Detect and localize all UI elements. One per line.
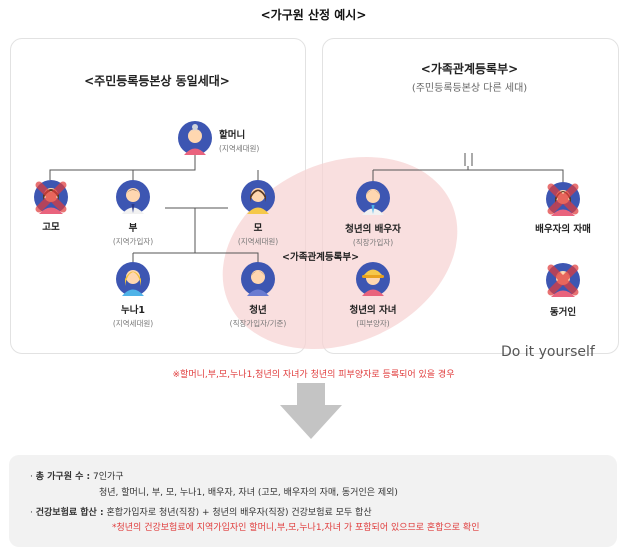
grandmother-connector (49, 155, 259, 180)
summary-item-insurance: · 건강보험료 합산 : 혼합가입자로 청년(직장) + 청년의 배우자(직장)… (30, 508, 372, 518)
spouse-sibling-name: 배우자의 자매 (535, 224, 591, 235)
insurance-value: 혼합가입자로 청년(직장) + 청년의 배우자(직장) 건강보험료 모두 합산 (106, 508, 372, 518)
cohabitant-name: 동거인 (549, 307, 577, 318)
down-arrow-icon (280, 383, 342, 439)
child-name: 청년의 자녀 (349, 305, 397, 316)
aunt-icon (33, 179, 69, 219)
father-label: 부 (지역가입자) (88, 220, 178, 247)
summary-box (9, 455, 617, 547)
child-sub: (피부양자) (356, 319, 390, 328)
grandmother-icon (178, 121, 212, 159)
household-label: 총 가구원 수 : (35, 472, 91, 482)
register-connector (372, 153, 564, 182)
spouse-sub: (직장가입자) (352, 238, 394, 247)
spouse-label: 청년의 배우자 (직장가입자) (328, 221, 418, 248)
youth-icon (241, 262, 275, 300)
condition-note: ※할머니,부,모,누나1,청년의 자녀가 청년의 피부양자로 등록되어 있을 경… (172, 370, 455, 380)
mother-sub: (지역세대원) (237, 237, 279, 246)
exclusion-x (547, 264, 579, 296)
sister-name: 누나1 (120, 305, 146, 316)
overlay-label: <가족관계등록부> (282, 252, 360, 263)
mother-name: 모 (253, 223, 263, 234)
father-icon (116, 180, 150, 218)
grandmother-name: 할머니 (219, 130, 246, 141)
diagram-title: <가구원 산정 예시> (260, 8, 367, 22)
exclusion-x (35, 181, 67, 213)
child-icon (356, 262, 390, 300)
left-panel-title: <주민등록등본상 동일세대> (84, 74, 230, 88)
insurance-label: 건강보험료 합산 : (35, 508, 104, 518)
right-panel-subtitle: (주민등록등본상 다른 세대) (411, 83, 528, 94)
father-name: 부 (128, 223, 138, 234)
spouse-sibling-label: 배우자의 자매 (518, 221, 608, 235)
right-panel-title: <가족관계등록부> (420, 62, 519, 76)
household-detail: 청년, 할머니, 부, 모, 누나1, 배우자, 자녀 (고모, 배우자의 자매… (99, 488, 398, 498)
mother-label: 모 (지역세대원) (213, 220, 303, 247)
exclusion-x (547, 183, 579, 215)
youth-label: 청년 (직장가입자/기준) (213, 302, 303, 329)
household-value: 7인가구 (93, 472, 124, 482)
watermark-text: Do it yourself (501, 344, 595, 360)
grandmother-sub: (지역세대원) (219, 144, 260, 153)
summary-item-household: · 총 가구원 수 : 7인가구 (30, 472, 124, 482)
spouse-icon (356, 181, 390, 219)
father-sub: (지역가입자) (112, 237, 154, 246)
person-icon (545, 262, 581, 302)
cohabitant-label: 동거인 (518, 304, 608, 318)
mother-icon (241, 180, 275, 218)
aunt-label: 고모 (6, 219, 96, 233)
woman-icon (545, 181, 581, 221)
sister-sub: (지역세대원) (112, 319, 154, 328)
insurance-note: *청년의 건강보험료에 지역가입자인 할머니,부,모,누나1,자녀 가 포함되어… (112, 523, 480, 533)
spouse-name: 청년의 배우자 (345, 224, 401, 235)
child-label: 청년의 자녀 (피부양자) (328, 302, 418, 329)
sister-icon (116, 262, 150, 300)
family-register-highlight (222, 156, 458, 350)
youth-sub: (직장가입자/기준) (229, 319, 287, 328)
grandmother-label: 할머니 (지역세대원) (219, 127, 259, 154)
parents-connector (132, 207, 259, 262)
youth-name: 청년 (249, 305, 267, 316)
sister-label: 누나1 (지역세대원) (88, 302, 178, 329)
aunt-name: 고모 (42, 222, 60, 233)
